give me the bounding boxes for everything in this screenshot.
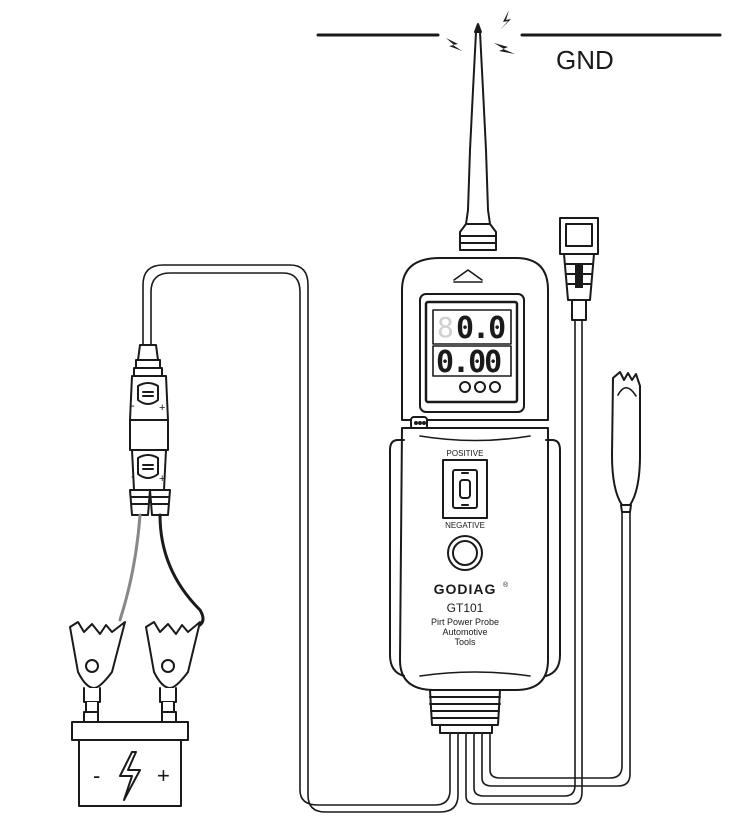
lcd-display: 8 0.0 0.00 [424,300,519,404]
model-number: GT101 [447,601,484,615]
main-cable-loop [142,264,459,813]
battery-minus-label: - [93,763,100,788]
plug-minus-mark-2: - [131,471,135,483]
alligator-clip-right[interactable] [611,371,641,513]
plug-plus-mark-2: + [159,473,165,485]
display-top-reading: 0.0 [456,311,505,346]
description-line-3: Tools [454,637,476,647]
indicator-led-2 [474,381,486,393]
indicator-led-3 [489,381,501,393]
indicator-led-1 [459,381,471,393]
accessory-cables [465,319,631,805]
brand-name: GODIAG [434,581,497,597]
plug-minus-mark-1: - [131,400,135,412]
display-bottom-reading: 0.00 [436,345,501,380]
plug-plus-mark-1: + [159,402,165,414]
accessory-connector-plug[interactable] [559,217,599,321]
display-top-dim-digit: 8 [437,311,454,344]
alligator-clip-negative[interactable] [69,621,126,713]
brand-registered-mark: ® [503,581,509,589]
switch-positive-label: POSITIVE [447,449,484,458]
battery-clip-wires [118,513,205,627]
gnd-label: GND [556,45,614,75]
polarity-switch[interactable] [442,459,488,519]
description-line-1: Pirt Power Probe [431,617,499,627]
battery-plus-label: + [157,763,170,788]
cigarette-lighter-plug[interactable] [129,344,171,516]
description-line-2: Automotive [442,627,487,637]
spark-icon [446,10,515,54]
probe-tip [459,23,497,251]
lightning-icon [119,751,141,801]
strain-relief [429,689,501,734]
alligator-clip-positive[interactable] [145,621,201,713]
power-button[interactable] [447,535,483,571]
switch-negative-label: NEGATIVE [445,521,485,530]
